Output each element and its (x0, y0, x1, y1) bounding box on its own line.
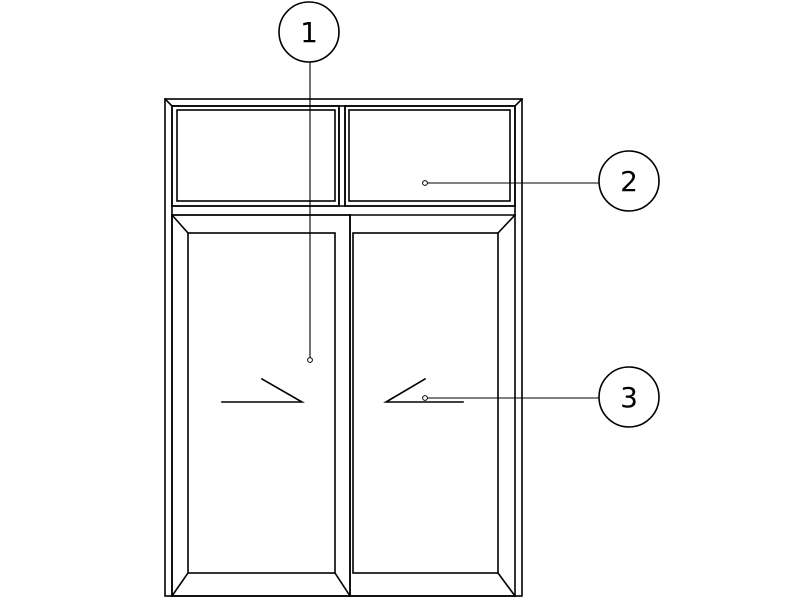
frame-inner-edge (171, 105, 516, 597)
leader-2-dot (422, 180, 428, 186)
leader-lines (307, 60, 599, 401)
right-sash-glass (352, 232, 499, 574)
frame-miter-top-right (513, 97, 524, 108)
transom-left-outer (171, 105, 340, 207)
frame-outer-edge (164, 98, 523, 597)
leader-3-dot (422, 395, 428, 401)
callout-1-circle (278, 1, 340, 63)
right-opening-arrow (383, 377, 464, 403)
outer-frame (163, 97, 524, 597)
left-sash-opening-symbol (221, 377, 305, 403)
transom-left-glass (176, 109, 336, 202)
transom-bar (171, 205, 516, 216)
left-sash-glass (187, 232, 336, 574)
left-sash-miter-bl (170, 571, 190, 598)
callout-3: 3 (598, 366, 660, 428)
callout-3-circle (598, 366, 660, 428)
leader-1-dot (307, 357, 313, 363)
left-sash-outer (171, 214, 351, 597)
right-sash-miter-br (496, 571, 517, 598)
left-sash-miter-tl (170, 213, 190, 235)
callout-2-label: 2 (620, 165, 638, 198)
right-sash-opening-symbol (383, 377, 464, 403)
transom-right-outer (344, 105, 516, 207)
callout-2-circle (598, 150, 660, 212)
left-sash-miter-br (333, 571, 352, 598)
transom-right-glass (348, 109, 511, 202)
frame-miter-top-left (163, 97, 174, 108)
right-sash (349, 213, 517, 598)
left-opening-arrow (221, 377, 305, 403)
callout-1-label: 1 (300, 16, 318, 49)
transom-row (171, 105, 516, 207)
right-sash-miter-tr (496, 213, 517, 235)
callout-3-label: 3 (620, 381, 638, 414)
callout-1: 1 (278, 1, 340, 63)
callout-2: 2 (598, 150, 660, 212)
left-sash (170, 213, 352, 598)
